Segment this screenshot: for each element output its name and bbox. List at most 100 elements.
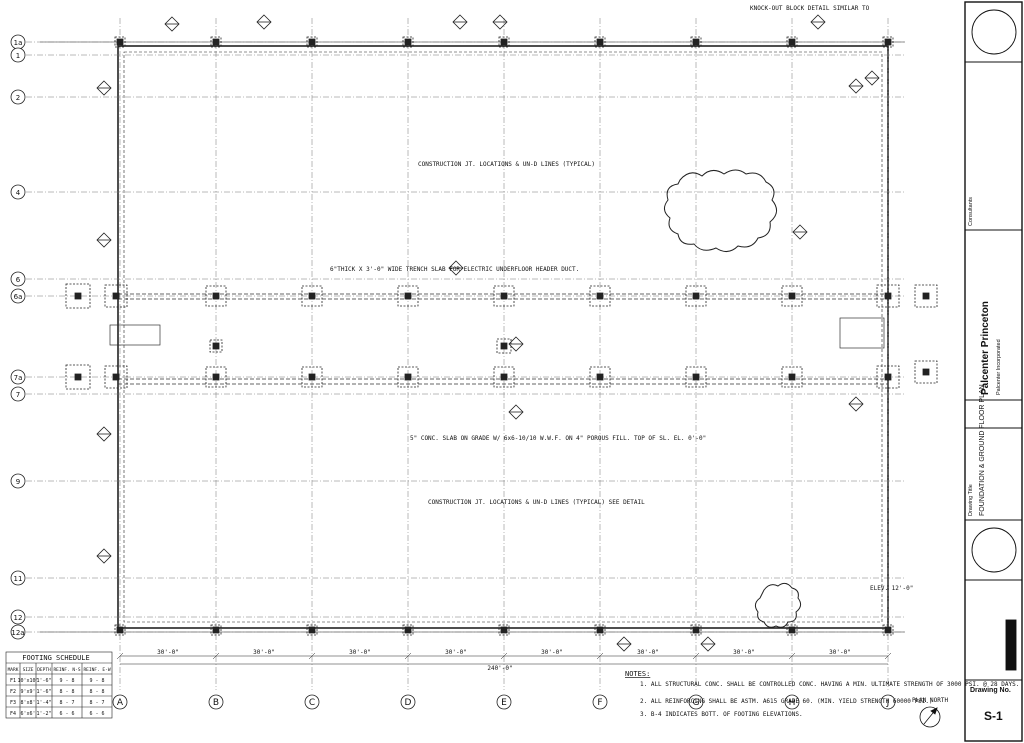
grid-bubble-12a: 12a: [10, 624, 26, 640]
section-marker: [792, 224, 808, 240]
grid-label-row-1: 1: [16, 52, 20, 60]
owner-name: Palcenter Incorporated: [996, 339, 1002, 395]
section-marker: [616, 636, 632, 652]
schedule-cell: 8 - 8: [59, 689, 74, 695]
footings: [65, 36, 938, 636]
section-marker: [810, 14, 826, 30]
footing: [205, 285, 227, 307]
bay-dimension: 30'-0": [349, 649, 371, 656]
footing: [876, 284, 900, 308]
grid-bubble-1a: 1a: [10, 34, 26, 50]
section-marker: [700, 636, 716, 652]
footing: [685, 366, 707, 388]
schedule-cell: 9 - 8: [89, 678, 104, 684]
title-block-text: Consultants Palcenter Princeton Palcente…: [968, 197, 1011, 723]
footing: [594, 36, 606, 48]
revision-clouds: [664, 169, 802, 628]
footing: [914, 284, 938, 308]
dimension-string: 30'-0"30'-0"30'-0"30'-0"30'-0"30'-0"30'-…: [116, 649, 892, 665]
bay-dimension: 30'-0": [829, 649, 851, 656]
footing: [781, 285, 803, 307]
grid-bubble-J: J: [880, 694, 896, 710]
grid-lines: [26, 18, 905, 690]
footing: [104, 284, 128, 308]
grid-label-row-2: 2: [16, 94, 20, 102]
footing: [882, 36, 894, 48]
overall-dimension: 240'-0": [487, 665, 512, 672]
annotations: CONSTRUCTION JT. LOCATIONS & UN-D LINES …: [330, 5, 913, 592]
footing: [301, 366, 323, 388]
section-markers: [96, 14, 880, 652]
grid-bubble-1: 1: [10, 47, 26, 63]
schedule-cell: 9'x9': [20, 689, 35, 695]
note-1: 1. ALL STRUCTURAL CONC. SHALL BE CONTROL…: [640, 681, 1019, 688]
bay-dimension: 30'-0": [253, 649, 275, 656]
schedule-cell: 8'x8': [20, 700, 35, 706]
schedule-cell: 1'-6": [36, 678, 51, 684]
section-marker: [492, 14, 508, 30]
footing: [210, 624, 222, 636]
grid-label-row-6a: 6a: [14, 293, 23, 301]
schedule-cell: 1'-6": [36, 689, 51, 695]
grid-label-col-H: H: [789, 698, 796, 708]
section-marker: [96, 426, 112, 442]
grid-bubble-G: G: [688, 694, 704, 710]
grid-label-col-A: A: [117, 698, 124, 708]
footing: [65, 364, 91, 390]
schedule-cell: 8 - 8: [89, 689, 104, 695]
schedule-cell: 8 - 7: [89, 700, 104, 706]
grid-bubble-7: 7: [10, 386, 26, 402]
schedule-cell: F3: [10, 700, 16, 706]
schedule-header: SIZE: [23, 667, 34, 673]
bay-dimension: 30'-0": [733, 649, 755, 656]
grid-label-row-12: 12: [14, 614, 23, 622]
footing: [493, 366, 515, 388]
grid-label-col-B: B: [213, 698, 219, 708]
grid-bubble-11: 11: [10, 570, 26, 586]
section-marker: [96, 232, 112, 248]
drawing-title: FOUNDATION & GROUND FLOOR PLAN: [979, 384, 986, 516]
grid-label-row-7: 7: [16, 391, 20, 399]
footing: [493, 285, 515, 307]
general-notes: NOTES: 1. ALL STRUCTURAL CONC. SHALL BE …: [625, 670, 1019, 718]
footing: [498, 624, 510, 636]
footing: [209, 339, 223, 353]
grid-label-col-F: F: [597, 698, 602, 708]
schedule-cell: 6 - 6: [89, 711, 104, 717]
footing: [498, 36, 510, 48]
footing: [205, 366, 227, 388]
notes-header: NOTES:: [625, 670, 650, 678]
grid-label-row-9: 9: [16, 478, 20, 486]
schedule-header: MARK: [8, 667, 19, 673]
section-marker: [848, 78, 864, 94]
schedule-header: REINF. N-S: [53, 667, 80, 673]
footing: [301, 285, 323, 307]
footing: [876, 365, 900, 389]
grid-label-col-J: J: [886, 698, 890, 708]
bay-dimension: 30'-0": [157, 649, 179, 656]
footing-schedule-table: MARKF1F2F3F4SIZE10'x10'9'x9'8'x8'6'x6'DE…: [5, 651, 113, 719]
grid-label-row-6: 6: [16, 276, 21, 284]
section-marker: [96, 548, 112, 564]
note-3: 3. B-4 INDICATES BOTT. OF FOOTING ELEVAT…: [640, 711, 803, 718]
schedule-cell: F4: [10, 711, 16, 717]
grid-bubble-H: H: [784, 694, 800, 710]
schedule-cell: 8 - 7: [59, 700, 74, 706]
section-marker: [452, 14, 468, 30]
annotation-elev: ELEV. 12'-0": [870, 585, 913, 592]
schedule-cell: 1'-2": [36, 711, 51, 717]
grid-bubble-D: D: [400, 694, 416, 710]
section-marker: [164, 16, 180, 32]
footing: [786, 624, 798, 636]
revision-cloud-2: [754, 582, 802, 628]
footing: [589, 285, 611, 307]
note-2: 2. ALL REINFORCING SHALL BE ASTM. A615 G…: [640, 698, 933, 705]
footing: [397, 366, 419, 388]
grid-bubble-A: A: [112, 694, 128, 710]
schedule-cell: 1'-4": [36, 700, 51, 706]
footing: [397, 285, 419, 307]
bay-dimension: 30'-0": [541, 649, 563, 656]
annotation-knockout: KNOCK-OUT BLOCK DETAIL SIMILAR TO: [750, 5, 870, 12]
grid-bubble-E: E: [496, 694, 512, 710]
